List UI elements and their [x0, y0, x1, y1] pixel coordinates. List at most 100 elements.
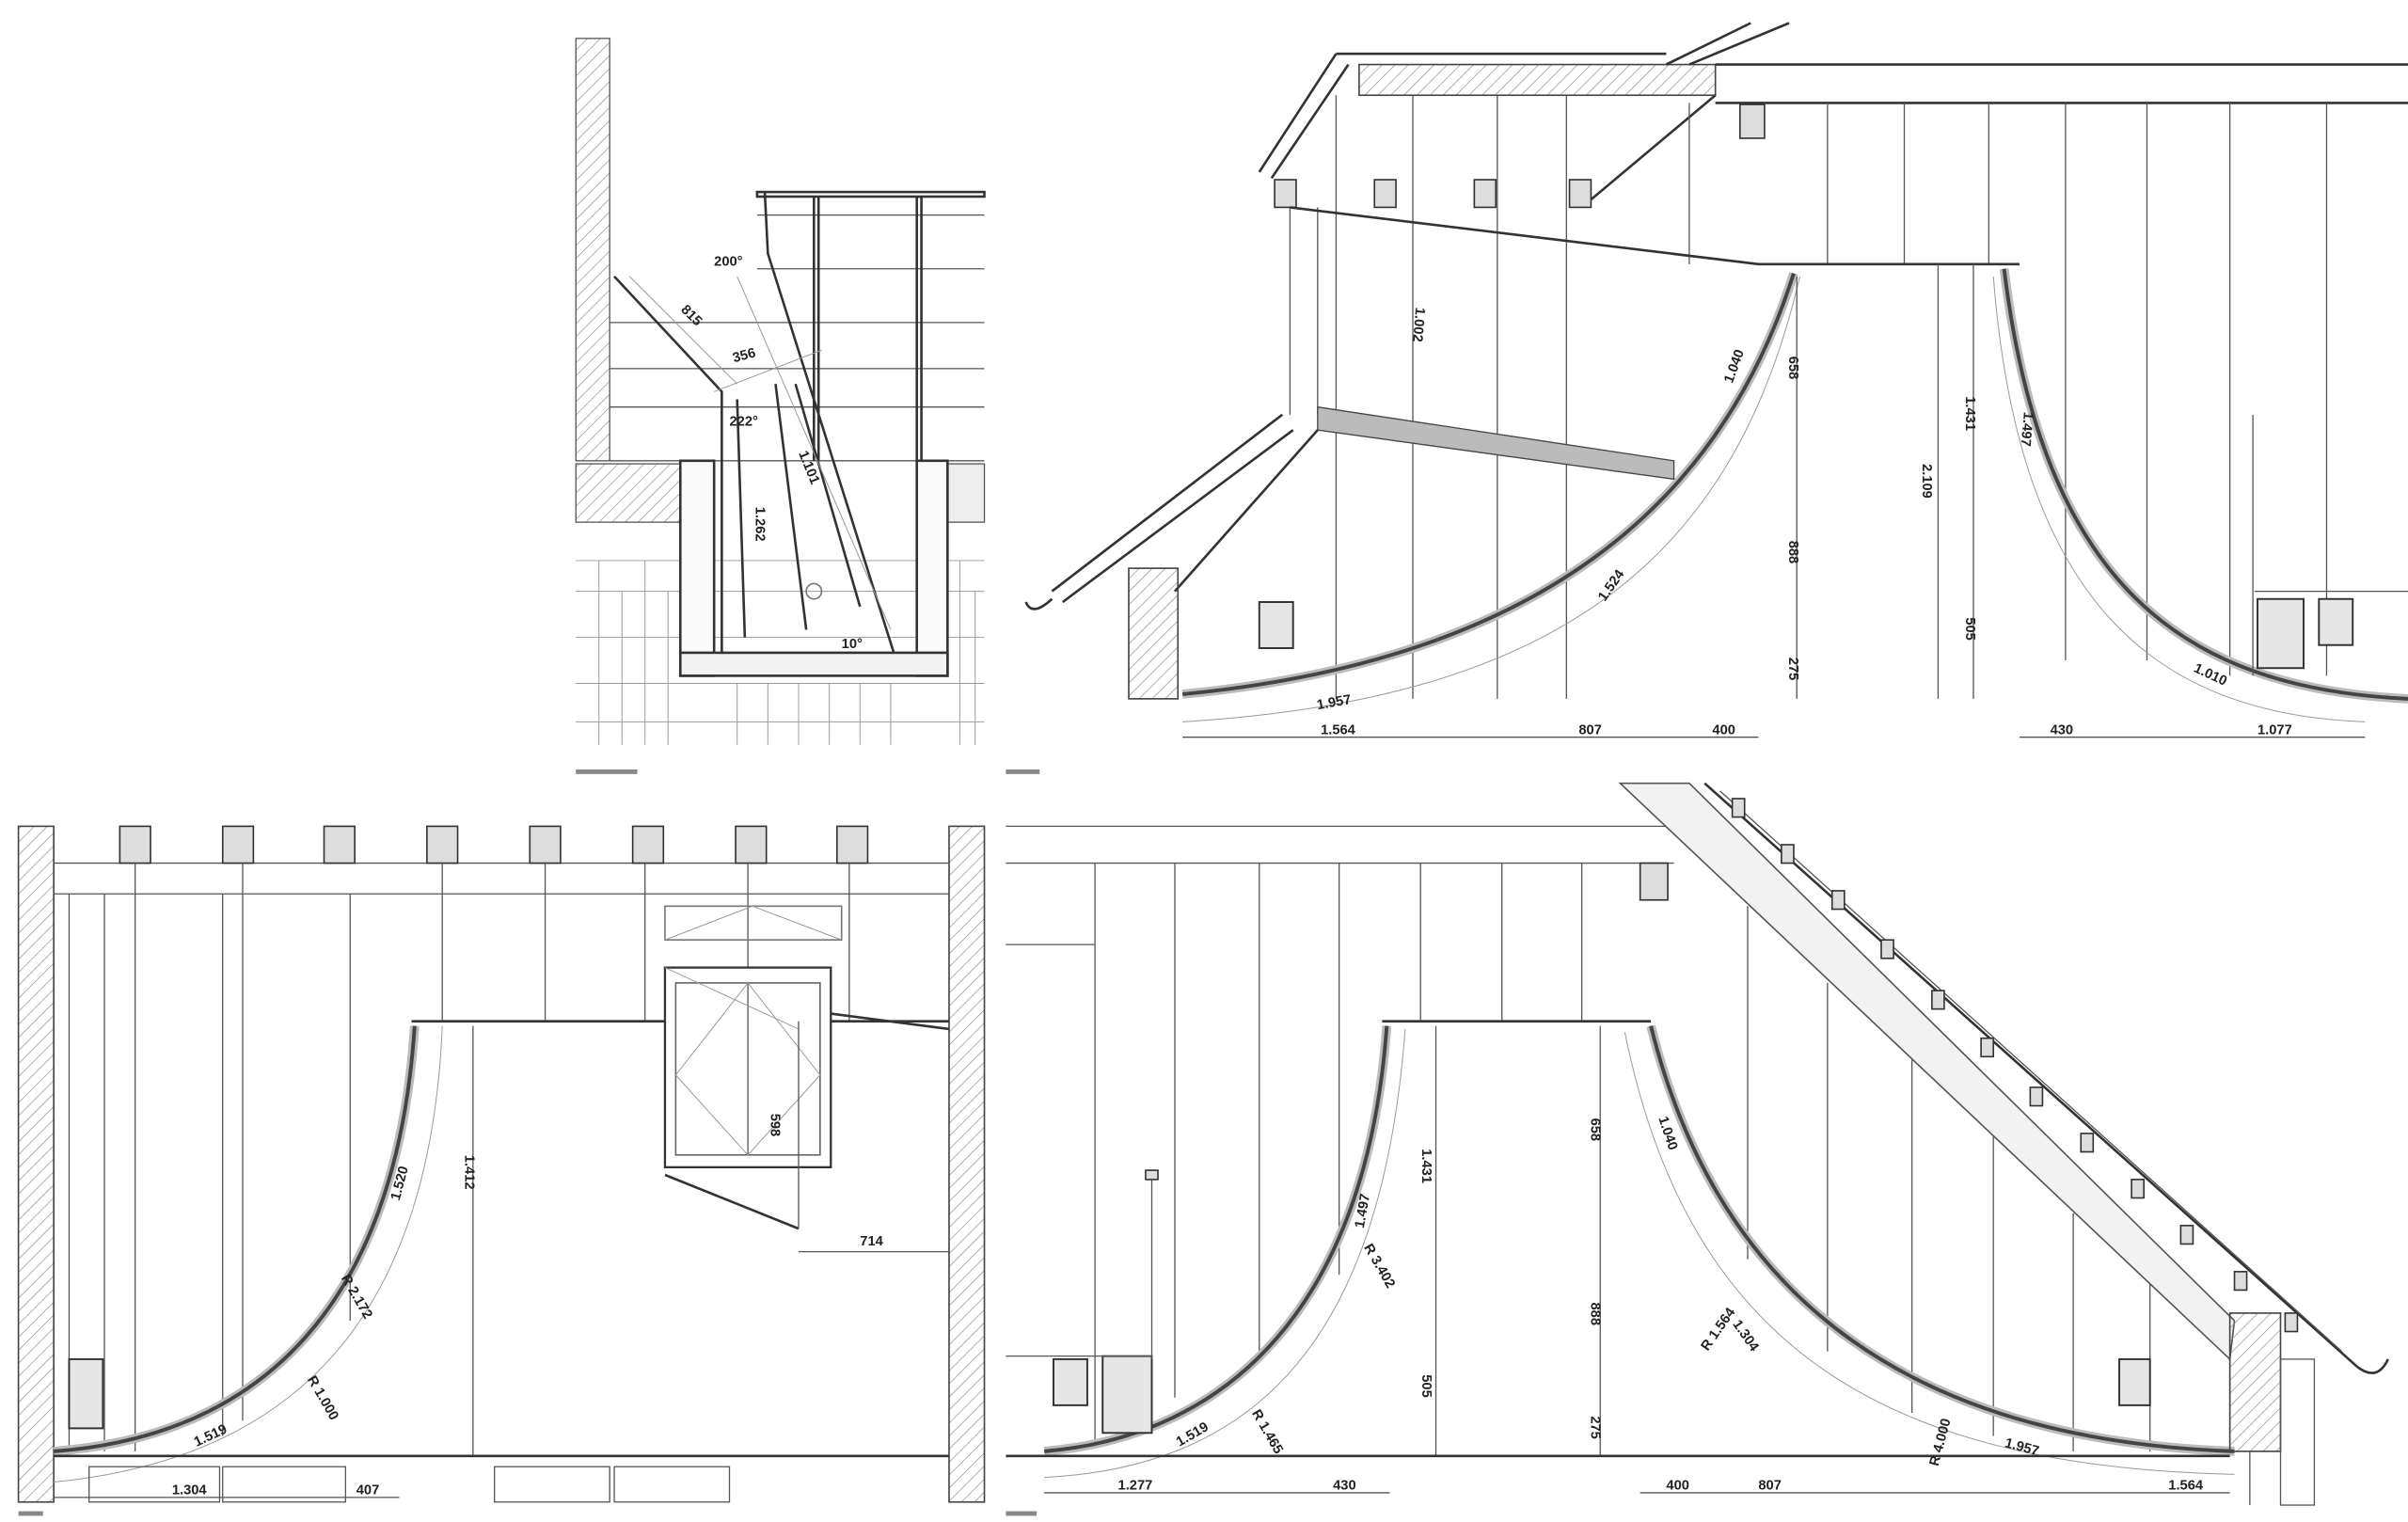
label-r1465: R 1.465	[1248, 1407, 1286, 1457]
dim-1077: 1.077	[2258, 722, 2292, 737]
label-275: 275	[1785, 658, 1800, 681]
label-714: 714	[860, 1234, 883, 1249]
label-1497: 1.497	[2018, 411, 2036, 447]
label-1497: 1.497	[1353, 1193, 1373, 1229]
vault-curve-left	[1044, 1025, 1389, 1453]
eave-trim	[2249, 1358, 2316, 1506]
vault-curve-right	[2002, 268, 2408, 701]
label-angle-top: 200°	[714, 254, 743, 269]
dimension-verticals	[1434, 1025, 1601, 1456]
label-1002: 1.002	[1409, 307, 1427, 342]
dimension-lines	[629, 276, 892, 630]
label-2109: 2.109	[1919, 464, 1934, 499]
dim-1564: 1.564	[2168, 1479, 2204, 1494]
vault-curve-right-dim	[1992, 276, 2366, 722]
label-height: 1.262	[752, 507, 767, 542]
dimension-verticals	[1796, 263, 2254, 699]
label-r3402: R 3.402	[1360, 1242, 1398, 1292]
panel-detail: 200° 815 356 222° 1.262 1.101 10°	[575, 38, 986, 774]
label-1010: 1.010	[2192, 661, 2229, 690]
roof-slope	[1618, 782, 2358, 1369]
caption-mark	[1006, 769, 1040, 774]
sloped-profile	[613, 192, 895, 654]
vault-curve-right-dim	[1624, 1032, 2235, 1475]
hatched-wall	[575, 38, 610, 462]
label-1519: 1.519	[192, 1422, 230, 1451]
floor-slab-hatched	[575, 463, 681, 523]
drain-symbol	[805, 582, 823, 600]
label-658: 658	[1785, 357, 1800, 380]
eave-wall-hatched	[1128, 567, 1180, 700]
label-r1000: R 1.000	[304, 1373, 341, 1423]
post-cap	[1145, 1169, 1159, 1181]
joist-end	[1639, 862, 1669, 901]
panel-section-right: 1.497 1.431 R 3.402 658 1.040 888 R 1.56…	[1006, 782, 2389, 1516]
gutter-icon	[1024, 597, 1054, 610]
label-1524: 1.524	[1595, 566, 1628, 604]
label-505: 505	[1418, 1374, 1434, 1398]
elevation-labels: 1.412 1.520 R 2.172 R 1.000 1.519 714 59…	[172, 1114, 884, 1498]
dim-400: 400	[1666, 1479, 1689, 1494]
channel-walls	[678, 459, 949, 677]
panel-section-left: 1.002 1.040 658 1.431 1.497 2.109 888 1.…	[1006, 22, 2408, 774]
lower-roof	[1051, 413, 1319, 604]
dim-430: 430	[1333, 1479, 1356, 1494]
dim-1277: 1.277	[1118, 1479, 1153, 1494]
joist-ends	[1274, 103, 1766, 209]
roof-lines	[1258, 22, 2408, 209]
label-1304: 1.304	[1729, 1317, 1762, 1355]
left-wall-hatched	[17, 825, 55, 1503]
label-1431: 1.431	[1418, 1149, 1434, 1183]
brick-joints	[598, 560, 976, 745]
floor-slab-right	[946, 463, 986, 523]
dim-1304: 1.304	[172, 1483, 208, 1498]
panel-elevation: 1.412 1.520 R 2.172 R 1.000 1.519 714 59…	[17, 825, 986, 1516]
horizontal-battens	[610, 214, 985, 462]
wall-blocks	[1053, 1355, 2151, 1435]
label-888: 888	[1785, 541, 1800, 564]
vault-curve-left-shadow	[1043, 1025, 1392, 1456]
studs	[1289, 95, 2328, 699]
right-wall-hatched	[948, 825, 986, 1503]
label-r2172: R 2.172	[338, 1272, 375, 1322]
dim-1564: 1.564	[1321, 722, 1356, 737]
label-angle-mid: 222°	[730, 414, 759, 429]
section-left-labels: 1.002 1.040 658 1.431 1.497 2.109 888 1.…	[1316, 307, 2292, 737]
label-slope-length: 815	[677, 302, 705, 329]
dim-430: 430	[2051, 722, 2074, 737]
label-505: 505	[1962, 617, 1977, 641]
label-1040: 1.040	[1721, 348, 1748, 386]
wall-blocks	[1258, 597, 2354, 670]
vault-curve-left	[1181, 273, 1796, 696]
frame-posts	[813, 197, 923, 461]
label-1519: 1.519	[1174, 1419, 1212, 1450]
joist-ends	[119, 825, 869, 864]
dim-807: 807	[1758, 1479, 1782, 1494]
vault-curve-right	[1649, 1025, 2235, 1453]
dim-807: 807	[1578, 722, 1602, 737]
top-lines	[54, 862, 949, 895]
label-1412: 1.412	[462, 1155, 477, 1190]
vault-curve-dim	[54, 1025, 443, 1483]
roof-tiles	[1731, 798, 2299, 1333]
collar-beam	[1317, 405, 1675, 481]
vault-curve	[53, 1025, 417, 1453]
label-angle-bottom: 10°	[842, 637, 863, 652]
ceiling-line	[1290, 206, 2020, 266]
label-width: 356	[731, 345, 757, 366]
ceiling-slope	[831, 1012, 950, 1031]
caption-mark	[1006, 1511, 1038, 1516]
roof-slab-hatched	[1358, 63, 1717, 97]
label-275: 275	[1587, 1416, 1602, 1439]
label-658: 658	[1587, 1118, 1602, 1142]
vault-curve-shadow	[53, 1025, 420, 1456]
label-1957: 1.957	[1316, 692, 1353, 713]
caption-mark	[18, 1511, 43, 1516]
caption-mark	[576, 769, 638, 774]
vault-curve-left-dim	[1044, 1028, 1406, 1479]
upper-frame	[755, 190, 986, 198]
label-888: 888	[1587, 1303, 1602, 1326]
label-598: 598	[768, 1114, 783, 1137]
dormer-window	[663, 905, 843, 1230]
